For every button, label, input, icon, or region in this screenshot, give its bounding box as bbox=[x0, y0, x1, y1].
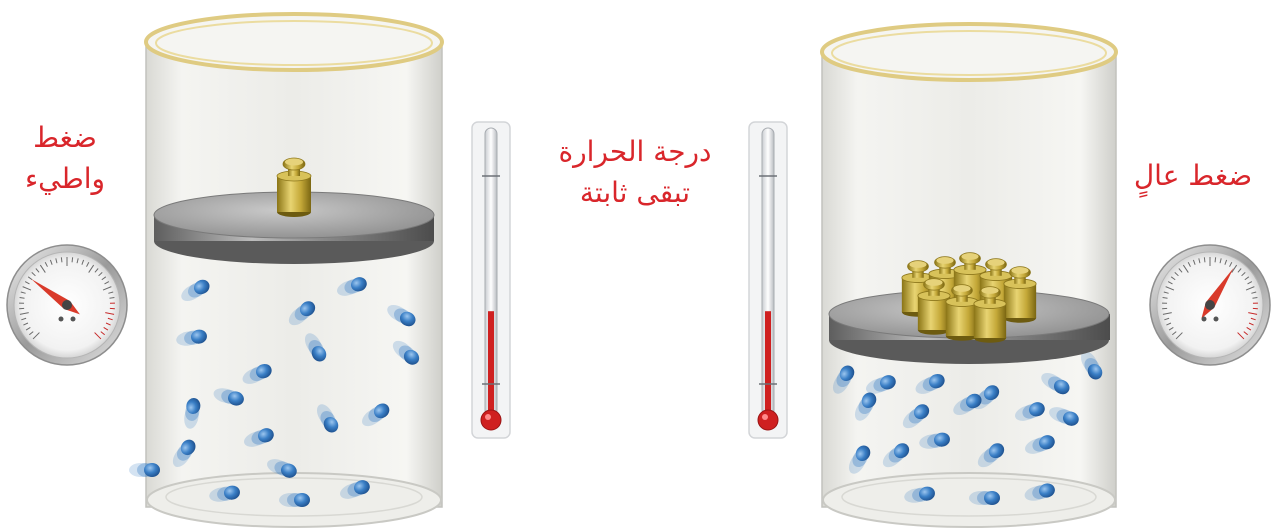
gas-molecule-icon bbox=[1041, 372, 1070, 395]
gas-molecule-icon bbox=[1015, 402, 1045, 421]
gas-molecule-icon bbox=[362, 403, 390, 427]
gas-molecule-icon bbox=[882, 443, 910, 468]
cylinder-base-inner bbox=[165, 477, 423, 517]
gas-molecule-icon bbox=[902, 404, 930, 429]
gas-molecule-icon bbox=[304, 333, 327, 362]
brass-weight-icon bbox=[945, 284, 979, 341]
gas-molecule-icon bbox=[1049, 407, 1079, 426]
gas-molecule-icon bbox=[209, 485, 240, 502]
gas-molecule-icon bbox=[242, 363, 272, 384]
brass-weight-icon bbox=[1003, 266, 1037, 323]
temperature-label-line-2: تبقى ثابتة bbox=[579, 175, 691, 209]
weights bbox=[901, 252, 1037, 343]
gas-molecule-icon bbox=[1025, 435, 1055, 454]
gas-molecule-icon bbox=[337, 277, 367, 296]
brass-weight-icon bbox=[917, 278, 951, 335]
gas-molecule-icon bbox=[392, 340, 420, 365]
gas-molecule-icon bbox=[288, 301, 316, 326]
cylinder-rim-inner bbox=[155, 20, 433, 66]
cylinder-glass-body bbox=[145, 41, 443, 508]
gas-molecule-icon bbox=[213, 388, 244, 406]
gas-molecule-icon bbox=[904, 486, 935, 503]
thermometer-icon bbox=[471, 121, 511, 439]
gas-molecule-icon bbox=[1080, 351, 1103, 380]
gas-molecules bbox=[129, 277, 420, 507]
gas-molecule-icon bbox=[129, 463, 160, 477]
gas-molecule-icon bbox=[279, 493, 310, 507]
gas-molecule-icon bbox=[919, 432, 950, 449]
pressure-gauge-icon bbox=[1149, 244, 1271, 366]
gas-molecule-icon bbox=[854, 392, 877, 421]
cylinder-rim-inner bbox=[831, 30, 1107, 76]
gas-molecule-icon bbox=[184, 398, 201, 429]
gas-molecule-icon bbox=[244, 428, 274, 447]
temperature-label-line-1: درجة الحرارة bbox=[558, 135, 712, 168]
cylinder-rim bbox=[820, 22, 1118, 82]
brass-weight-icon bbox=[276, 157, 312, 217]
cylinder-base bbox=[822, 472, 1116, 528]
gas-molecule-icon bbox=[848, 445, 871, 474]
gas-molecule-icon bbox=[977, 443, 1005, 468]
brass-weight-icon bbox=[973, 286, 1007, 343]
gas-molecule-icon bbox=[915, 373, 945, 394]
gas-molecule-icon bbox=[267, 459, 297, 478]
low-pressure-container bbox=[129, 12, 444, 528]
high-pressure-container bbox=[820, 22, 1118, 528]
low-pressure-label-line-2: واطيء bbox=[24, 161, 106, 195]
gas-molecule-icon bbox=[832, 365, 855, 394]
weights bbox=[276, 157, 312, 217]
gas-molecules bbox=[832, 351, 1103, 505]
temperature-constant-label: درجة الحرارة تبقى ثابتة bbox=[520, 132, 750, 213]
high-pressure-label-line-1: ضغط عالٍ bbox=[1133, 159, 1253, 192]
thermometer-icon bbox=[748, 121, 788, 439]
gas-molecule-icon bbox=[387, 304, 416, 327]
gas-molecule-icon bbox=[969, 491, 1000, 505]
cylinder-rim bbox=[144, 12, 444, 72]
gas-molecule-icon bbox=[953, 393, 982, 416]
gas-molecule-icon bbox=[340, 480, 370, 499]
pressure-gauge-icon bbox=[6, 244, 128, 366]
gas-molecule-icon bbox=[176, 329, 207, 346]
gas-molecule-icon bbox=[316, 404, 339, 433]
low-pressure-label: ضغط واطيء bbox=[0, 118, 130, 199]
high-pressure-label: ضغط عالٍ bbox=[1112, 156, 1274, 197]
gas-molecule-icon bbox=[1024, 483, 1055, 501]
gas-molecule-icon bbox=[866, 375, 896, 394]
low-pressure-label-line-1: ضغط bbox=[33, 121, 97, 154]
cylinder-base-inner bbox=[841, 477, 1097, 517]
gas-molecule-icon bbox=[172, 439, 196, 467]
gas-molecule-icon bbox=[181, 279, 210, 302]
